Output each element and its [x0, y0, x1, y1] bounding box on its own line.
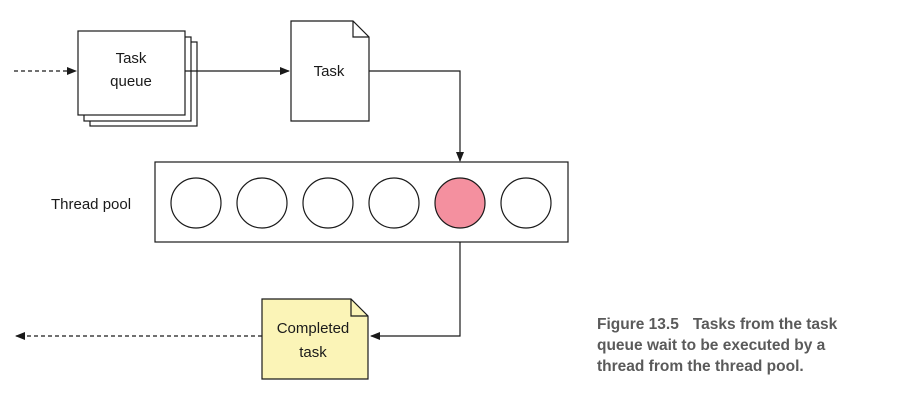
thread-pool-box [154, 161, 569, 243]
completed-task-label-line1: Completed [277, 320, 350, 337]
thread-pool-label: Thread pool [51, 196, 131, 213]
task-document-fold [352, 21, 369, 38]
task-queue-stack: Task queue [77, 30, 198, 127]
task-document-body [290, 20, 370, 122]
task-queue-page-front [77, 30, 186, 116]
figure-caption: Figure 13.5 Tasks from the task queue wai… [597, 314, 907, 377]
active-thread [434, 177, 486, 229]
idle-thread [500, 177, 552, 229]
task-document: Task [290, 20, 370, 122]
task-to-pool-connector [369, 70, 464, 162]
completed-task-document: Completed task [261, 298, 369, 380]
caption-text-line1: Tasks from the task [692, 316, 838, 333]
caption-line-3: thread from the thread pool. [597, 358, 804, 375]
idle-thread [236, 177, 288, 229]
completed-task-body [261, 298, 369, 380]
completed-task-fold [350, 299, 368, 317]
completed-task-label-line2: task [299, 344, 327, 361]
task-queue-label-line2: queue [110, 73, 152, 90]
task-label: Task [314, 63, 345, 80]
idle-thread [170, 177, 222, 229]
task-queue-label-line1: Task [116, 50, 147, 67]
caption-line-1: Figure 13.5 Tasks from the task [597, 314, 907, 335]
idle-thread [368, 177, 420, 229]
caption-figure-number: Figure 13.5 [597, 316, 679, 333]
thread-list [170, 177, 552, 229]
idle-thread [302, 177, 354, 229]
pool-to-completed-connector [370, 242, 461, 340]
caption-line-2: queue wait to be executed by a [597, 337, 826, 354]
